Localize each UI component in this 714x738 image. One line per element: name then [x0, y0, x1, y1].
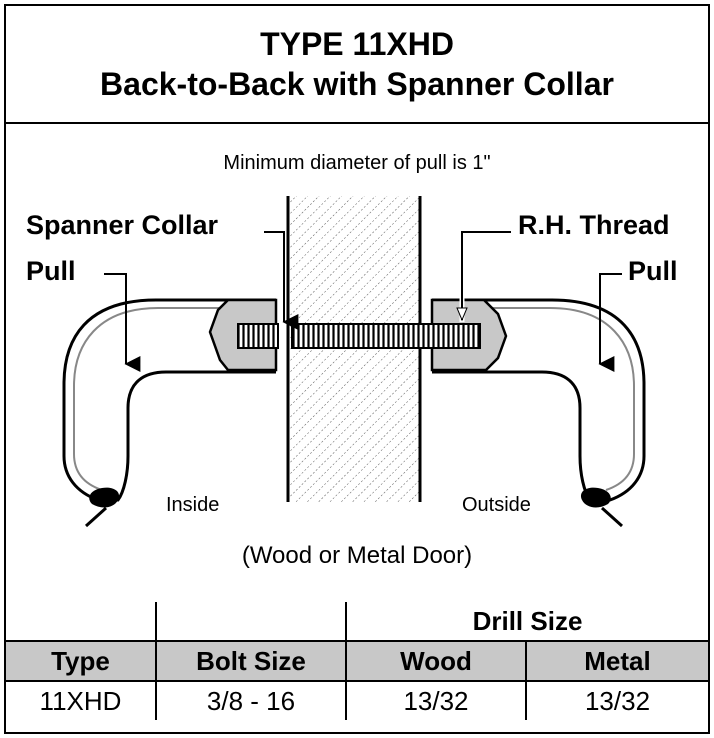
label-pull-right: Pull: [628, 256, 678, 286]
bolt-stub-left: [237, 323, 279, 349]
spec-table: Drill Size Type Bolt Size Wood Metal 11X…: [6, 602, 709, 720]
table-cell-empty: [155, 602, 347, 642]
title-block: TYPE 11XHD Back-to-Back with Spanner Col…: [6, 6, 708, 124]
table-header-row: Type Bolt Size Wood Metal: [6, 640, 709, 682]
drill-size-header: Drill Size: [344, 602, 709, 642]
column-header-bolt-size: Bolt Size: [155, 640, 347, 682]
cell-metal: 13/32: [524, 680, 709, 720]
minimum-diameter-note: Minimum diameter of pull is 1": [223, 152, 491, 174]
spec-sheet: TYPE 11XHD Back-to-Back with Spanner Col…: [4, 4, 710, 734]
label-outside: Outside: [462, 494, 531, 516]
cell-type: 11XHD: [6, 680, 157, 720]
assembly-diagram: Minimum diameter of pull is 1" Spanner C…: [6, 124, 708, 604]
leader-pull-left: [104, 273, 141, 372]
title-type: TYPE 11XHD: [260, 26, 454, 62]
leader-spanner-collar: [264, 231, 299, 330]
through-bolt: [291, 323, 481, 349]
label-door-type: (Wood or Metal Door): [241, 542, 473, 569]
cell-bolt-size: 3/8 - 16: [155, 680, 347, 720]
label-spanner-collar: Spanner Collar: [26, 210, 219, 240]
table-group-header-row: Drill Size: [6, 602, 709, 642]
column-header-wood: Wood: [345, 640, 527, 682]
table-cell-empty: [6, 602, 157, 642]
table-row: 11XHD 3/8 - 16 13/32 13/32: [6, 680, 709, 720]
column-header-metal: Metal: [524, 640, 709, 682]
label-rh-thread: R.H. Thread: [518, 210, 670, 240]
assembly-drawing: [62, 196, 646, 528]
column-header-type: Type: [6, 640, 157, 682]
leader-pull-right: [598, 273, 622, 372]
label-inside: Inside: [166, 494, 220, 516]
cell-wood: 13/32: [345, 680, 527, 720]
label-pull-left: Pull: [26, 256, 76, 286]
title-description: Back-to-Back with Spanner Collar: [100, 66, 614, 102]
